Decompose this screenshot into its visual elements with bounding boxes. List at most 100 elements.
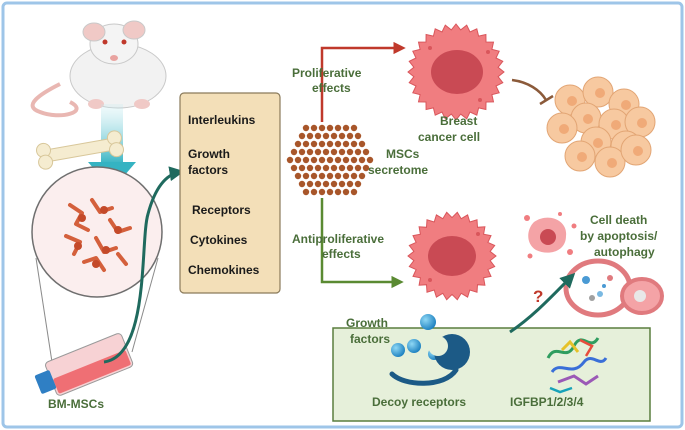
secretome-particle	[346, 148, 354, 156]
tumor-cell-nucleus	[637, 118, 647, 128]
rat-icon	[30, 20, 167, 118]
secretome-particle	[294, 140, 302, 148]
proliferative-label: Proliferative	[292, 66, 362, 80]
secretome-particle	[338, 164, 346, 172]
secretome-particle	[366, 156, 374, 164]
tumor-cell-nucleus	[607, 158, 617, 168]
factors-label: factors	[188, 163, 228, 177]
factors-sub-label: factors	[350, 332, 390, 346]
decoy-receptors-label: Decoy receptors	[372, 395, 466, 409]
cancer-cell-label: cancer cell	[418, 130, 480, 144]
decoy-box	[332, 327, 651, 422]
chemokines-label: Chemokines	[188, 263, 260, 277]
secretome-particle	[346, 132, 354, 140]
secretome-particle	[306, 132, 314, 140]
secretome-particle	[342, 156, 350, 164]
secretome-particle	[342, 188, 350, 196]
tumor-cell-nucleus	[559, 124, 569, 134]
secretome-particle	[346, 164, 354, 172]
secretome-particle	[318, 188, 326, 196]
cytokines-label: Cytokines	[190, 233, 248, 247]
secretome-particle	[298, 180, 306, 188]
tumor-cell-nucleus	[621, 100, 631, 110]
secretome-particle	[342, 172, 350, 180]
cell-death-label: Cell death	[590, 213, 647, 227]
growth-factors-label: Growth	[346, 316, 388, 330]
secretome-particle	[358, 140, 366, 148]
apoptotic-cell-icon	[524, 212, 577, 259]
secretome-particle	[350, 140, 358, 148]
secretome-particle	[298, 148, 306, 156]
secretome-particle	[310, 188, 318, 196]
decoy-receptor-icon	[389, 334, 470, 386]
autophagy-label: autophagy	[594, 245, 655, 259]
bone-icon	[36, 130, 124, 170]
secretome-particle	[318, 172, 326, 180]
secretome-particle	[354, 132, 362, 140]
secretome-particle	[358, 156, 366, 164]
tumor-cluster-icon	[546, 76, 656, 178]
secretome-particle	[290, 164, 298, 172]
secretome-particle	[310, 124, 318, 132]
secretome-particle	[346, 180, 354, 188]
secretome-particle	[302, 140, 310, 148]
antiproliferative-effects-label: effects	[322, 247, 361, 261]
secretome-particle	[334, 156, 342, 164]
secretome-particle	[314, 164, 322, 172]
secretome-particle	[306, 164, 314, 172]
secretome-label: secretome	[368, 163, 428, 177]
secretome-particle	[326, 156, 334, 164]
antiproliferative-label: Antiproliferative	[292, 232, 384, 246]
secretome-particle	[302, 188, 310, 196]
secretome-particle	[334, 188, 342, 196]
secretome-particle	[322, 148, 330, 156]
secretome-particle	[350, 172, 358, 180]
secretome-particle	[302, 172, 310, 180]
secretome-particle	[354, 180, 362, 188]
inhibition-bar	[539, 94, 554, 106]
zoom-line-right	[131, 257, 159, 353]
secretome-particle	[350, 156, 358, 164]
secretome-particle	[334, 124, 342, 132]
cancer-cell-icon	[407, 23, 505, 121]
zoom-line-left	[35, 257, 53, 363]
secretome-particle	[350, 124, 358, 132]
secretome-particle	[330, 132, 338, 140]
growth-label: Growth	[188, 147, 230, 161]
receptors-label: Receptors	[192, 203, 251, 217]
secretome-particle	[294, 156, 302, 164]
mscs-label: MSCs	[386, 147, 420, 161]
secretome-particle	[302, 124, 310, 132]
secretome-particle	[310, 156, 318, 164]
secretome-particle	[342, 140, 350, 148]
secretome-particle	[290, 148, 298, 156]
secretome-particle	[326, 140, 334, 148]
secretome-particles-icon	[286, 124, 374, 196]
tumor-cell-nucleus	[577, 152, 587, 162]
secretome-particle	[286, 156, 294, 164]
tumor-cell-nucleus	[567, 96, 577, 106]
secretome-particle	[334, 172, 342, 180]
secretome-particle	[326, 188, 334, 196]
secretome-particle	[298, 132, 306, 140]
secretome-particle	[358, 172, 366, 180]
secretome-particle	[334, 140, 342, 148]
protein-structure-icon	[546, 337, 608, 394]
tumor-cell-nucleus	[583, 114, 593, 124]
apoptosis-label: by apoptosis/	[580, 229, 658, 243]
secretome-particle	[354, 148, 362, 156]
proliferative-effects-label: effects	[312, 81, 351, 95]
secretome-particle	[318, 156, 326, 164]
secretome-particle	[318, 124, 326, 132]
secretome-particle	[306, 148, 314, 156]
tumor-cell-nucleus	[633, 146, 643, 156]
dish-icon	[31, 166, 163, 298]
secretome-particle	[314, 148, 322, 156]
igfbp-label: IGFBP1/2/3/4	[510, 395, 584, 409]
secretome-particle	[326, 124, 334, 132]
growth-factor-to-death-arrow	[509, 272, 576, 334]
secretome-particle	[298, 164, 306, 172]
secretome-particle	[306, 180, 314, 188]
